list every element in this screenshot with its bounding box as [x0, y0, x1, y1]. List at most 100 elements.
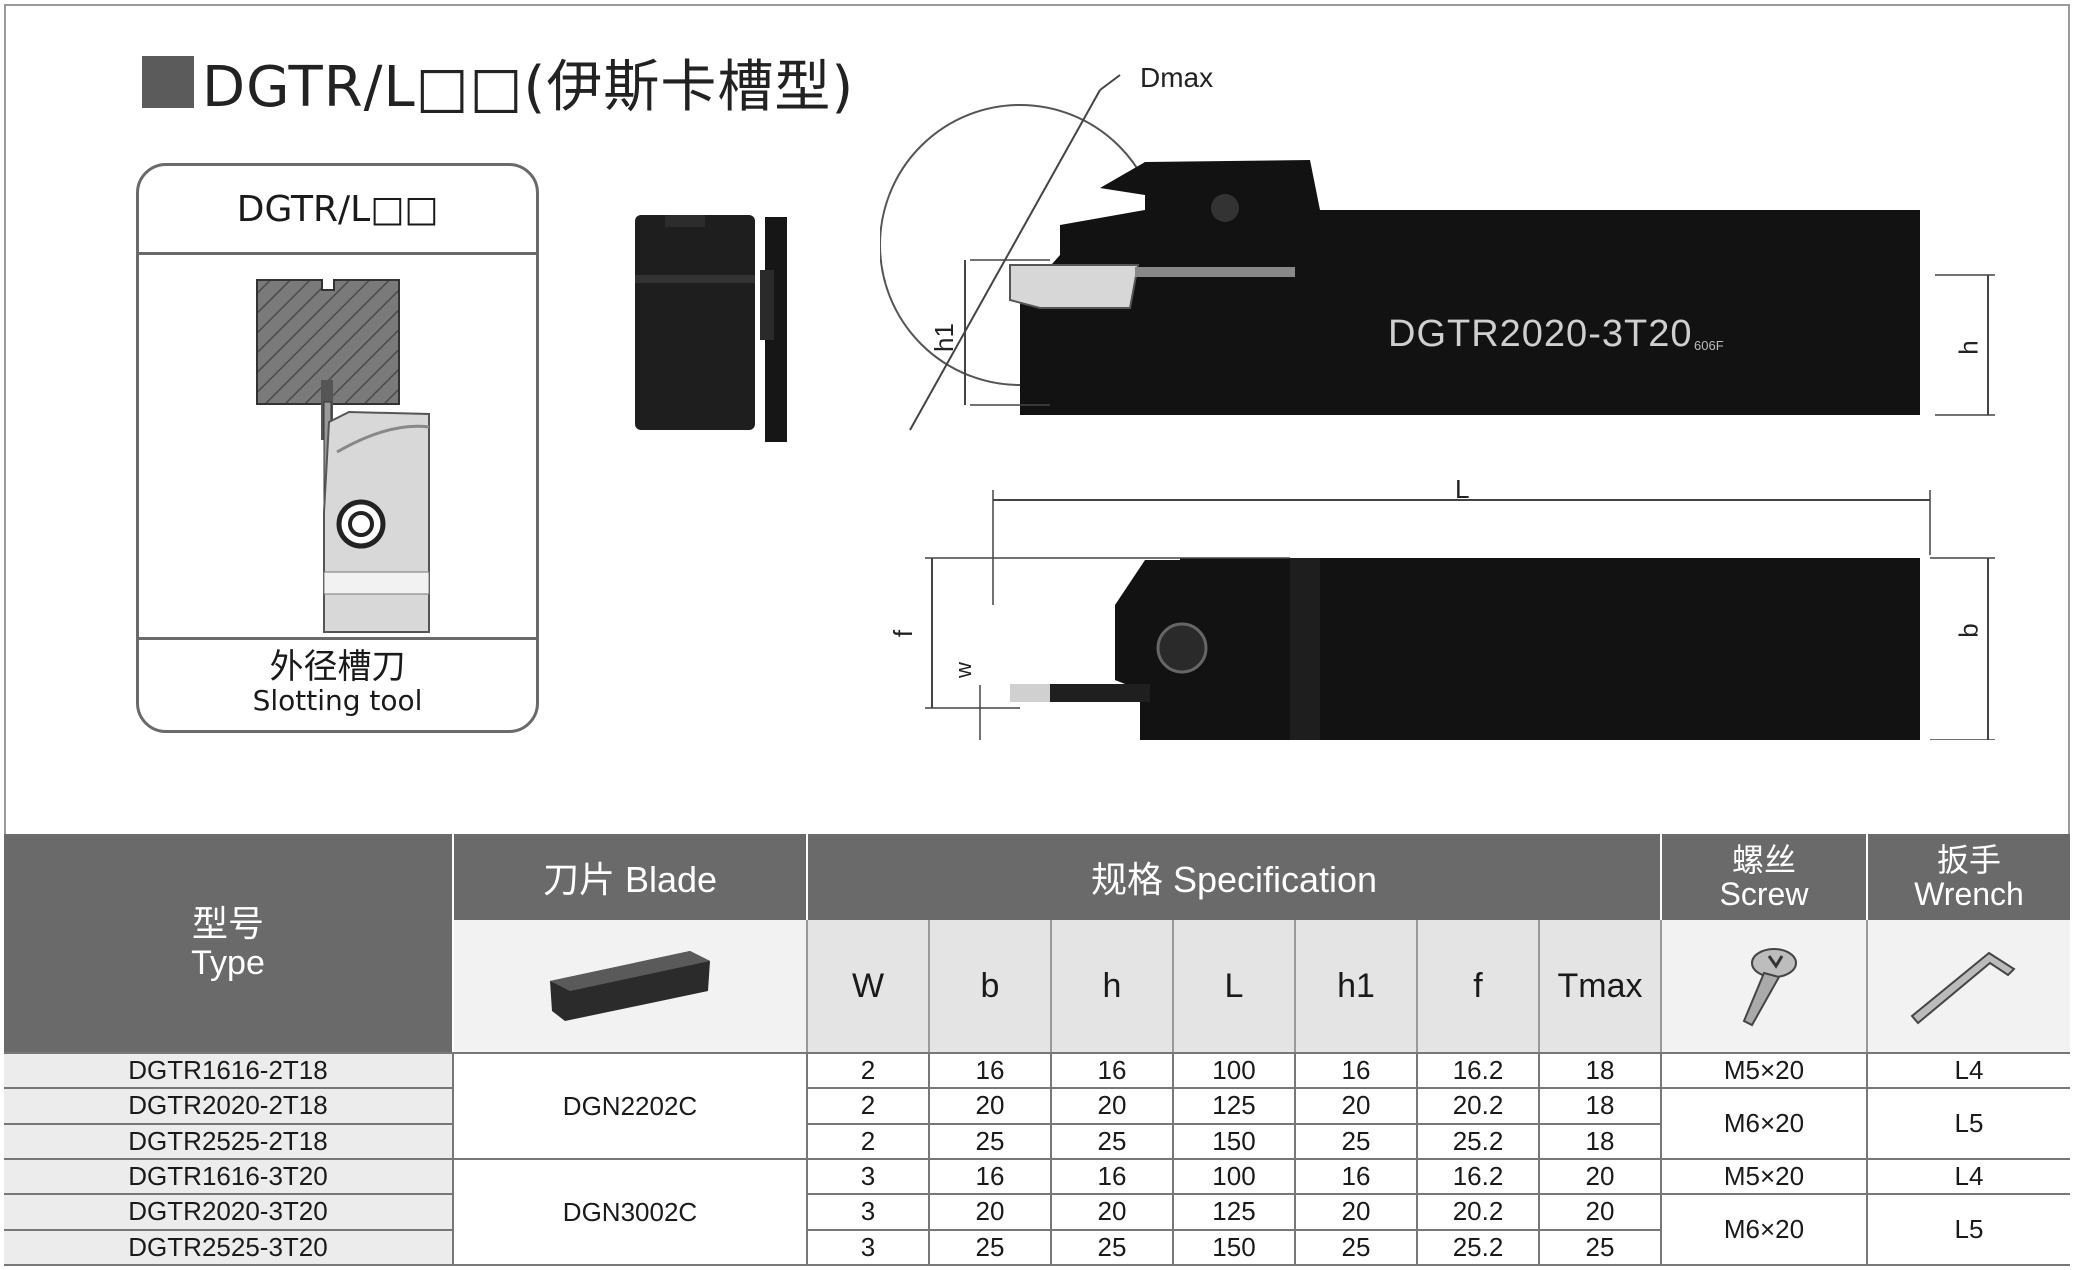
row-spec-b: 20 — [930, 1089, 1052, 1125]
row-spec-L: 125 — [1174, 1195, 1296, 1231]
blade-image-cell — [454, 920, 808, 1052]
spec-col-W: W — [808, 920, 930, 1052]
row-spec-f: 16.2 — [1418, 1160, 1540, 1196]
row-wrench: L4 — [1868, 1160, 2070, 1196]
row-spec-L: 150 — [1174, 1230, 1296, 1266]
row-spec-b: 16 — [930, 1160, 1052, 1196]
caption-cn: 外径槽刀 — [269, 647, 406, 687]
row-spec-h: 20 — [1052, 1089, 1174, 1125]
row-spec-b: 16 — [930, 1054, 1052, 1090]
dim-w-label: w — [950, 662, 976, 678]
screw-header: 螺丝 Screw — [1662, 834, 1868, 920]
row-spec-b: 25 — [930, 1230, 1052, 1266]
row-spec-f: 25.2 — [1418, 1230, 1540, 1266]
holder-end-view — [635, 215, 787, 442]
row-spec-Tmax: 18 — [1540, 1089, 1662, 1125]
page-title: DGTR/L□□(伊斯卡槽型) — [142, 46, 854, 120]
row-type: DGTR2525-3T20 — [4, 1230, 454, 1266]
dim-h1-label: h1 — [928, 323, 959, 352]
row-spec-Tmax: 20 — [1540, 1195, 1662, 1231]
row-spec-f: 20.2 — [1418, 1195, 1540, 1231]
dim-L-label: L — [1455, 474, 1470, 504]
row-wrench: L5 — [1868, 1089, 2070, 1160]
wrench-icon — [1910, 951, 2016, 1025]
row-blade: DGN2202C — [454, 1054, 808, 1160]
row-spec-L: 100 — [1174, 1160, 1296, 1196]
row-spec-f: 16.2 — [1418, 1054, 1540, 1090]
row-type: DGTR2525-2T18 — [4, 1124, 454, 1160]
spec-col-f: f — [1418, 920, 1540, 1052]
blade-header: 刀片 Blade — [454, 834, 808, 920]
dim-dmax-label: Dmax — [1140, 62, 1214, 93]
row-spec-L: 150 — [1174, 1124, 1296, 1160]
row-type: DGTR2020-3T20 — [4, 1195, 454, 1231]
spec-col-h1: h1 — [1296, 920, 1418, 1052]
screw-header-en: Screw — [1719, 876, 1809, 912]
row-spec-h1: 25 — [1296, 1124, 1418, 1160]
caption-en: Slotting tool — [252, 684, 423, 717]
row-spec-b: 25 — [930, 1124, 1052, 1160]
row-spec-h: 16 — [1052, 1160, 1174, 1196]
row-spec-Tmax: 18 — [1540, 1054, 1662, 1090]
screw-header-cn: 螺丝 — [1731, 842, 1796, 878]
row-spec-W: 3 — [808, 1160, 930, 1196]
model-marking: DGTR2020-3T20 — [1388, 313, 1693, 355]
row-type: DGTR1616-3T20 — [4, 1160, 454, 1196]
row-wrench: L4 — [1868, 1054, 2070, 1090]
row-wrench: L5 — [1868, 1195, 2070, 1266]
small-marking: 606F — [1694, 338, 1724, 353]
spec-header: 规格 Specification — [808, 834, 1662, 920]
wrench-header-cn: 扳手 — [1936, 842, 2001, 878]
row-type: DGTR2020-2T18 — [4, 1089, 454, 1125]
row-spec-L: 125 — [1174, 1089, 1296, 1125]
row-spec-Tmax: 18 — [1540, 1124, 1662, 1160]
card-caption: 外径槽刀 Slotting tool — [139, 637, 536, 730]
row-spec-h1: 25 — [1296, 1230, 1418, 1266]
row-type: DGTR1616-2T18 — [4, 1054, 454, 1090]
row-screw: M6×20 — [1662, 1195, 1868, 1266]
row-spec-Tmax: 20 — [1540, 1160, 1662, 1196]
screw-icon — [1742, 948, 1797, 1027]
row-spec-W: 3 — [808, 1230, 930, 1266]
row-spec-f: 25.2 — [1418, 1124, 1540, 1160]
wrench-header: 扳手 Wrench — [1868, 834, 2070, 920]
wrench-header-en: Wrench — [1914, 876, 2024, 912]
row-spec-b: 20 — [930, 1195, 1052, 1231]
row-screw: M6×20 — [1662, 1089, 1868, 1160]
title-square-icon — [142, 56, 194, 108]
row-spec-h1: 16 — [1296, 1054, 1418, 1090]
row-spec-h1: 20 — [1296, 1195, 1418, 1231]
title-text: DGTR/L□□(伊斯卡槽型) — [202, 54, 855, 120]
row-blade: DGN3002C — [454, 1160, 808, 1266]
spec-column-headers: W b h L h1 f Tmax — [808, 920, 1662, 1052]
card-header: DGTR/L□□ — [139, 166, 536, 255]
type-header-cn: 型号 — [191, 903, 264, 944]
type-header-en: Type — [191, 944, 265, 982]
row-spec-L: 100 — [1174, 1054, 1296, 1090]
row-spec-h1: 20 — [1296, 1089, 1418, 1125]
spec-table: 型号 Type 刀片 Blade 规格 Specification 螺丝 Scr… — [4, 834, 2070, 1266]
holder-side-view — [880, 74, 1995, 740]
row-screw: M5×20 — [1662, 1054, 1868, 1090]
wrench-image-cell — [1868, 920, 2070, 1052]
row-spec-h: 25 — [1052, 1230, 1174, 1266]
dim-h-label: h — [1953, 340, 1984, 355]
slotting-illustration — [256, 279, 430, 633]
spec-col-Tmax: Tmax — [1540, 920, 1662, 1052]
row-spec-W: 3 — [808, 1195, 930, 1231]
row-spec-h: 25 — [1052, 1124, 1174, 1160]
row-spec-W: 2 — [808, 1089, 930, 1125]
screw-image-cell — [1662, 920, 1868, 1052]
blade-insert-icon — [550, 951, 710, 1021]
row-spec-Tmax: 25 — [1540, 1230, 1662, 1266]
dim-f-label: f — [888, 629, 919, 638]
tool-type-card: DGTR/L□□ 外径槽刀 Slotting tool — [136, 163, 539, 733]
spec-col-b: b — [930, 920, 1052, 1052]
row-spec-f: 20.2 — [1418, 1089, 1540, 1125]
row-spec-W: 2 — [808, 1124, 930, 1160]
row-spec-W: 2 — [808, 1054, 930, 1090]
row-spec-h1: 16 — [1296, 1160, 1418, 1196]
row-spec-h: 16 — [1052, 1054, 1174, 1090]
spec-col-h: h — [1052, 920, 1174, 1052]
